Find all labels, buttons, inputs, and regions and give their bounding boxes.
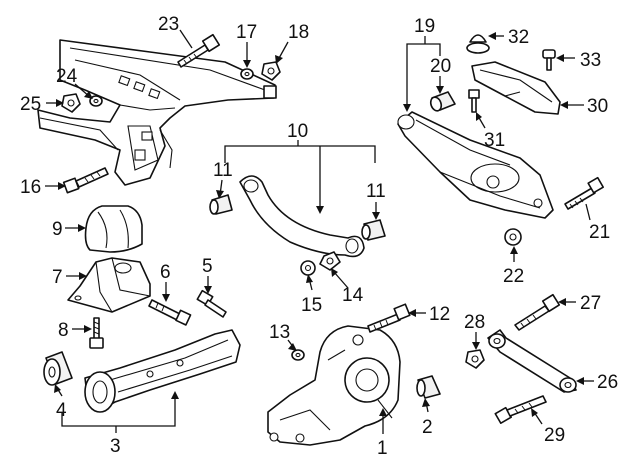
bump-stop xyxy=(466,34,490,54)
bolt-5 xyxy=(196,289,227,318)
nut-25 xyxy=(61,93,81,113)
lower-control-arm xyxy=(397,111,554,219)
bolt-33 xyxy=(542,49,556,71)
eccentric-washer-14 xyxy=(319,251,341,271)
trailing-arm xyxy=(84,329,241,413)
callout-5: 5 xyxy=(202,256,213,277)
callout-17: 17 xyxy=(236,22,257,43)
upper-arm-bushing-right xyxy=(361,219,386,241)
callout-12: 12 xyxy=(429,304,450,325)
callout-3: 3 xyxy=(110,436,121,457)
bolt-31 xyxy=(468,89,480,113)
callout-30: 30 xyxy=(587,96,608,117)
subframe-mount-bracket xyxy=(67,257,151,313)
callout-19: 19 xyxy=(414,16,435,37)
washer-24 xyxy=(89,95,103,107)
bolt-16 xyxy=(62,167,109,194)
spring-bracket xyxy=(471,61,561,115)
callout-21: 21 xyxy=(589,222,610,243)
callout-18: 18 xyxy=(288,22,309,43)
callout-32: 32 xyxy=(508,27,529,48)
callout-20: 20 xyxy=(430,56,451,77)
callout-9: 9 xyxy=(52,219,63,240)
callout-24: 24 xyxy=(56,66,78,87)
bolt-27 xyxy=(514,293,561,331)
callout-14: 14 xyxy=(342,285,364,306)
callout-10: 10 xyxy=(287,121,308,142)
callout-16: 16 xyxy=(20,177,41,198)
callout-25: 25 xyxy=(20,94,41,115)
callout-26: 26 xyxy=(597,372,618,393)
bolt-8 xyxy=(89,317,104,349)
bolt-23 xyxy=(177,33,221,68)
callout-6: 6 xyxy=(160,262,171,283)
callout-11-right: 11 xyxy=(366,181,386,202)
upper-arm-bushing-left xyxy=(209,194,233,215)
control-arm-bushing xyxy=(429,91,456,112)
callout-15: 15 xyxy=(301,295,322,316)
bolt-21 xyxy=(564,176,604,210)
callout-8: 8 xyxy=(58,320,69,341)
callout-7: 7 xyxy=(52,267,63,288)
rear-subframe-crossmember xyxy=(37,39,277,186)
nut-22 xyxy=(504,228,522,246)
bolt-29 xyxy=(494,395,547,424)
steering-knuckle xyxy=(267,325,401,446)
knuckle-bushing xyxy=(416,375,441,399)
callout-labels: 23 17 18 24 25 16 9 7 6 5 8 4 3 10 11 11… xyxy=(20,14,618,459)
bolt-6 xyxy=(148,299,192,326)
trailing-arm-bushing xyxy=(43,351,73,386)
callout-27: 27 xyxy=(580,293,601,314)
subframe-mount-upper xyxy=(84,205,143,253)
leader-lines xyxy=(45,29,594,434)
lateral-link xyxy=(487,329,577,393)
callout-2: 2 xyxy=(422,417,433,438)
callout-33: 33 xyxy=(580,50,601,71)
bolt-12 xyxy=(367,303,411,333)
callout-1: 1 xyxy=(377,438,388,459)
washer-13 xyxy=(291,349,305,361)
nut-18 xyxy=(261,61,281,81)
callout-31: 31 xyxy=(484,130,505,151)
washer-17 xyxy=(240,68,254,80)
callout-28: 28 xyxy=(464,312,485,333)
washer-15 xyxy=(300,260,316,276)
callout-23: 23 xyxy=(158,14,179,35)
callout-13: 13 xyxy=(269,322,290,343)
callout-11-left: 11 xyxy=(213,160,233,181)
callout-29: 29 xyxy=(544,425,565,446)
callout-22: 22 xyxy=(503,266,524,287)
upper-control-arm xyxy=(239,175,365,258)
callout-4: 4 xyxy=(56,400,67,421)
nut-28 xyxy=(465,349,485,369)
